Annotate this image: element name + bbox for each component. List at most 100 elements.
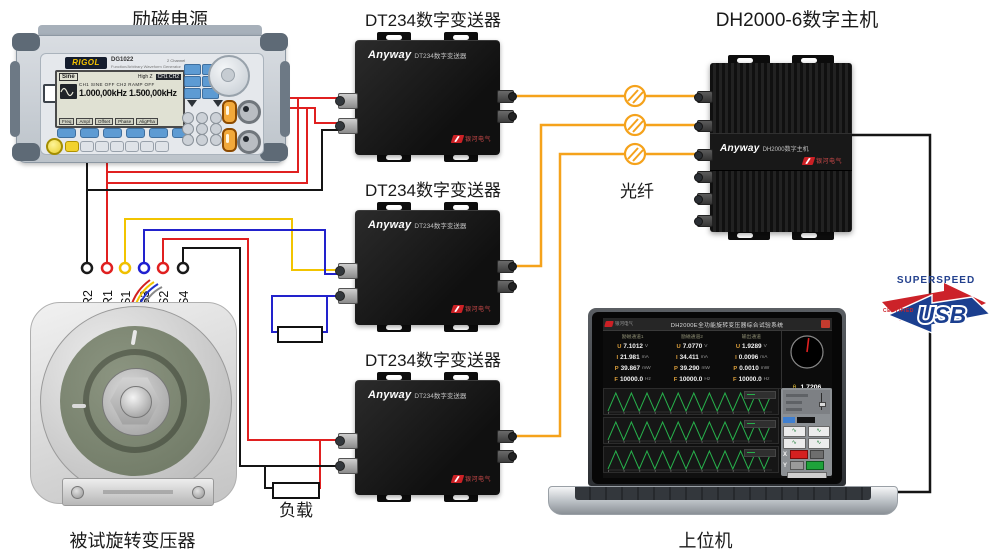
vendor-name: 银河电气 <box>464 137 491 143</box>
wave-mode-button[interactable]: ∿ <box>807 426 830 437</box>
label-fiber: 光纤 <box>620 182 654 201</box>
quantity-value: 7.1012 <box>623 343 643 350</box>
wave-mode-button[interactable]: ∿ <box>783 438 806 449</box>
mounting-tab <box>792 55 834 65</box>
setting-text <box>786 401 802 404</box>
x-option-button[interactable] <box>810 450 824 459</box>
laptop-base <box>548 486 898 515</box>
wave-mode-button[interactable]: ∿ <box>807 438 830 449</box>
mounting-tab <box>444 372 478 382</box>
certified-text: CERTIFIED <box>883 308 914 314</box>
mounting-tab <box>377 322 411 332</box>
theta-value: 1.7206 <box>801 384 822 391</box>
bnc-input-2 <box>335 118 358 134</box>
fiber-input-1 <box>694 91 713 103</box>
corner-bumper <box>260 143 288 161</box>
mounting-tab <box>377 372 411 382</box>
bnc-input-2 <box>335 458 358 474</box>
channel-status-line: CH1 SINE OFF CH2 RAMP OFF <box>79 82 155 87</box>
quantity-value: 10000.0 <box>738 376 762 383</box>
channel-name: 励磁通道2 <box>681 335 703 340</box>
level-slider[interactable] <box>819 393 826 410</box>
control-panel: ∿ ∿ ∿ ∿ X Y <box>781 388 832 478</box>
blue-arrow <box>886 293 992 335</box>
wave-select-button <box>95 141 109 152</box>
label-pc: 上位机 <box>678 531 733 551</box>
sine-waveform-icon <box>60 84 77 99</box>
corner-bumper <box>12 143 40 161</box>
rigol-function-generator: RIGOL DG1022 Function/Arbitrary Waveform… <box>10 25 290 165</box>
y-run-button[interactable] <box>806 461 824 470</box>
quantity-label: F <box>673 376 678 383</box>
close-button[interactable] <box>821 320 830 328</box>
wire-red-load2-branch <box>316 440 321 489</box>
superspeed-usb-badge: SUPERSPEED USB CERTIFIED <box>878 270 994 350</box>
y-option-button[interactable] <box>790 461 804 470</box>
anyway-logo: Anyway <box>368 49 412 61</box>
wire-red-r1-feed-a <box>107 98 299 173</box>
software-title: DH2000E全功能旋转变压器综合试验系统 <box>670 322 784 329</box>
numpad-key <box>196 134 208 146</box>
mounting-tab <box>792 230 834 240</box>
waveform-chart-1 <box>603 388 779 415</box>
waveform-chart-3 <box>603 446 779 473</box>
generator-tagline: Function/Arbitrary Waveform Generator <box>111 64 181 69</box>
vendor-logo: 银河电气 <box>450 134 491 143</box>
ch2-output-button <box>222 128 237 152</box>
quantity-value: 21.981 <box>620 354 640 361</box>
vendor-name: 银河电气 <box>464 477 491 483</box>
quantity-value: 1.9289 <box>742 343 762 350</box>
quantity-value: 0.0096 <box>738 354 759 361</box>
fiber-input-4 <box>694 171 713 183</box>
setting-text <box>786 408 802 411</box>
side-handle <box>10 61 20 137</box>
reflection-mark <box>72 404 86 408</box>
waveform-legend <box>744 420 776 428</box>
settings-box <box>783 390 830 414</box>
label-host: DH2000-6数字主机 <box>715 10 879 31</box>
numpad-key <box>210 134 222 146</box>
apply-button[interactable] <box>786 472 827 478</box>
quantity-unit: mW <box>760 366 770 371</box>
wave-select-button <box>140 141 154 152</box>
menu-aligpha: AligPha <box>136 118 158 125</box>
mounting-tab <box>444 152 478 162</box>
phase-gauge-panel: θ 1.7206 <box>781 331 832 391</box>
softkey-button <box>149 128 168 138</box>
toggle-on[interactable] <box>783 417 795 423</box>
terminal-r1 <box>100 261 114 275</box>
bracket-label <box>103 490 173 494</box>
resolver-under-test <box>28 279 243 520</box>
softkey-button <box>80 128 99 138</box>
ch2-bnc-output <box>237 130 261 154</box>
quantity-unit: V <box>644 344 649 349</box>
menu-button <box>184 76 201 87</box>
quantity-unit: Hz <box>645 377 651 382</box>
fiber-output-1 <box>497 430 517 443</box>
bnc-input-2 <box>335 288 358 304</box>
quantity-unit: mW <box>642 366 651 371</box>
terminal-s4 <box>176 261 190 275</box>
mounting-tab <box>444 492 478 502</box>
quantity-label: I <box>735 354 737 361</box>
wire-black-r2-to-dt1 <box>87 129 343 191</box>
channel-badge: CH1 CH2 <box>155 74 181 80</box>
terminal-r2 <box>80 261 94 275</box>
toggle-off[interactable] <box>797 417 815 423</box>
wave-select-button <box>155 141 169 152</box>
waveform-chart-2 <box>603 417 779 444</box>
x-stop-button[interactable] <box>790 450 808 459</box>
ch1-output-button <box>222 100 237 124</box>
wave-mode-button[interactable]: ∿ <box>783 426 806 437</box>
quantity-label: P <box>733 365 738 372</box>
vendor-name: 银河电气 <box>464 307 491 313</box>
